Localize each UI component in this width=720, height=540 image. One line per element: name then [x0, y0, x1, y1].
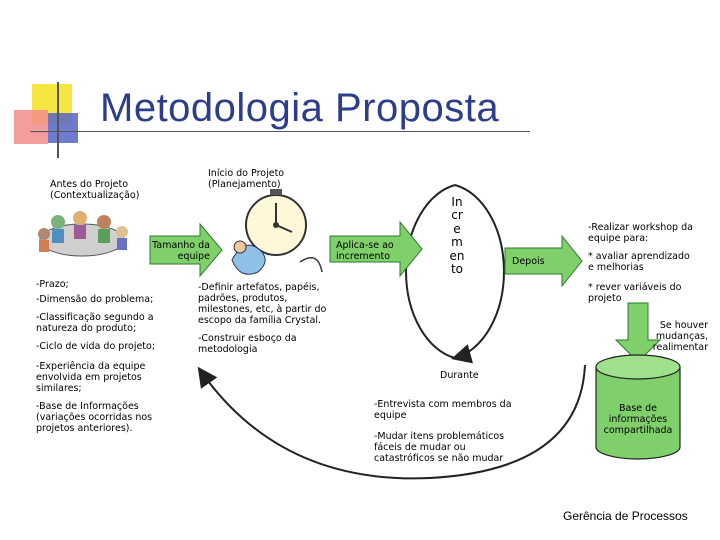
logo-blue-square [48, 113, 78, 143]
inicio-item: -Definir artefatos, papéis, padrões, pro… [198, 282, 327, 326]
durante-label: Durante [440, 370, 479, 381]
inicio-item: -Construir esboço da metodologia [198, 333, 297, 355]
arrow-realimentar-label: Se houver mudanças, realimentar [652, 320, 708, 353]
incremento-label: Incremento [449, 195, 465, 277]
meeting-clipart-icon [38, 211, 128, 257]
antes-item: -Prazo; [36, 279, 69, 290]
arrow-aplica [329, 220, 423, 278]
depois-item: * rever variáveis do projeto [588, 282, 682, 304]
logo-horizontal-line [30, 131, 530, 132]
database-cylinder [595, 354, 681, 460]
arrow-aplica-label: Aplica-se ao incremento [336, 240, 394, 262]
page-title: Metodologia Proposta [100, 86, 500, 130]
depois-item: -Realizar workshop da equipe para: [588, 222, 693, 244]
clock-clipart-icon [231, 189, 323, 275]
arrow-realimentar [614, 302, 662, 363]
arrow-depois [504, 234, 583, 288]
antes-item: -Experiência da equipe envolvida em proj… [36, 361, 146, 394]
database-label: Base de informações compartilhada [603, 403, 673, 436]
logo-vertical-line [57, 82, 59, 158]
antes-heading: Antes do Projeto (Contextualização) [50, 179, 140, 201]
antes-item: -Base de Informações (variações ocorrida… [36, 401, 153, 434]
feedback-loop-curve [197, 364, 586, 480]
durante-item: -Entrevista com membros da equipe [374, 399, 512, 421]
antes-item: -Classificação segundo a natureza do pro… [36, 312, 154, 334]
depois-item: * avaliar aprendizado e melhorias [588, 251, 690, 273]
arrow-depois-label: Depois [512, 256, 545, 267]
footer-text: Gerência de Processos [563, 509, 688, 523]
logo-red-square [14, 110, 48, 144]
antes-item: -Ciclo de vida do projeto; [36, 341, 156, 352]
arrow-tamanho-label: Tamanho da equipe [152, 240, 210, 262]
increment-cycle [405, 184, 505, 364]
arrow-tamanho [149, 222, 223, 278]
antes-item: -Dimensão do problema; [36, 294, 154, 305]
durante-item: -Mudar itens problemáticos fáceis de mud… [374, 431, 505, 464]
inicio-heading: Início do Projeto (Planejamento) [208, 168, 285, 190]
